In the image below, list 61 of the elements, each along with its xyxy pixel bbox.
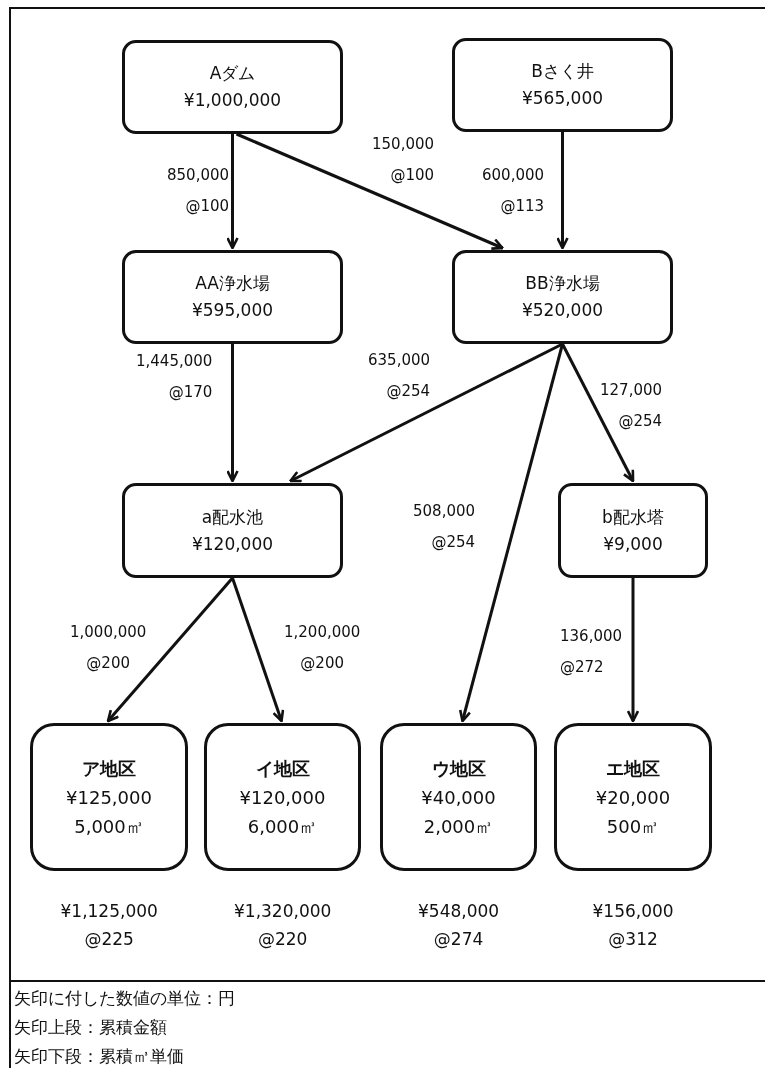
node-value: ¥9,000 <box>603 532 663 556</box>
total-value: ¥156,000 @312 <box>592 900 674 951</box>
node-title: a配水池 <box>201 505 264 529</box>
node-title: b配水塔 <box>602 505 664 529</box>
edge-label: 508,000 @254 <box>412 501 477 553</box>
edge-label: 600,000 @113 <box>481 165 546 217</box>
node-value: ¥595,000 <box>191 299 274 322</box>
arrow <box>289 342 564 483</box>
facility-box <box>558 483 708 578</box>
node-title: AA浄水場 <box>195 272 270 295</box>
node-value: 500㎥ <box>606 814 660 839</box>
edge-label: 127,000 @254 <box>599 380 664 432</box>
facility-box <box>452 250 673 344</box>
facility-box <box>122 483 343 578</box>
node-value: ¥120,000 <box>239 785 326 810</box>
node-value: 6,000㎥ <box>247 814 318 839</box>
node-value: ¥40,000 <box>421 785 496 810</box>
node-value: ¥20,000 <box>595 785 671 810</box>
arrow <box>235 132 504 250</box>
edge-label: 1,000,000 @200 <box>69 622 148 674</box>
arrow <box>626 578 640 723</box>
arrow <box>556 132 569 250</box>
edge-label: 850,000 @100 <box>166 165 231 217</box>
district-box <box>380 723 537 871</box>
node-title: ウ地区 <box>431 756 486 781</box>
node-title: ア地区 <box>82 756 136 781</box>
note: 矢印に付した数値の単位：円 <box>14 987 235 1010</box>
arrow <box>561 343 635 483</box>
node-value: ¥1,000,000 <box>183 89 282 112</box>
node-title: Aダム <box>209 62 256 85</box>
edge-label: 1,200,000 @200 <box>283 622 362 674</box>
note: 矢印上段：累積金額 <box>14 1016 167 1039</box>
total-value: ¥548,000 @274 <box>418 900 500 951</box>
facility-box <box>452 38 673 132</box>
edge-label: 136,000 @272 <box>559 626 624 678</box>
arrow <box>106 577 234 723</box>
node-title: Bさく井 <box>531 60 594 83</box>
edge-label: 635,000 @254 <box>367 350 432 402</box>
facility-box <box>122 40 343 134</box>
node-title: BB浄水場 <box>525 272 600 295</box>
note: 矢印下段：累積㎥単価 <box>14 1045 184 1068</box>
node-title: イ地区 <box>255 756 310 781</box>
arrow <box>231 577 285 723</box>
node-value: ¥125,000 <box>66 785 152 810</box>
node-value: 2,000㎥ <box>423 814 494 839</box>
node-value: ¥520,000 <box>521 299 604 322</box>
total-value: ¥1,125,000 @225 <box>60 900 158 951</box>
district-box <box>30 723 188 871</box>
node-value: ¥120,000 <box>191 532 274 556</box>
arrow <box>226 134 239 250</box>
arrow <box>226 344 239 483</box>
node-title: エ地区 <box>606 756 660 781</box>
facility-box <box>122 250 343 344</box>
node-value: ¥565,000 <box>521 87 604 110</box>
node-value: 5,000㎥ <box>74 814 144 839</box>
total-value: ¥1,320,000 @220 <box>234 900 332 951</box>
edge-label: 150,000 @100 <box>371 134 436 186</box>
edge-label: 1,445,000 @170 <box>135 351 214 403</box>
arrow <box>458 343 564 723</box>
district-box <box>554 723 712 871</box>
district-box <box>204 723 361 871</box>
